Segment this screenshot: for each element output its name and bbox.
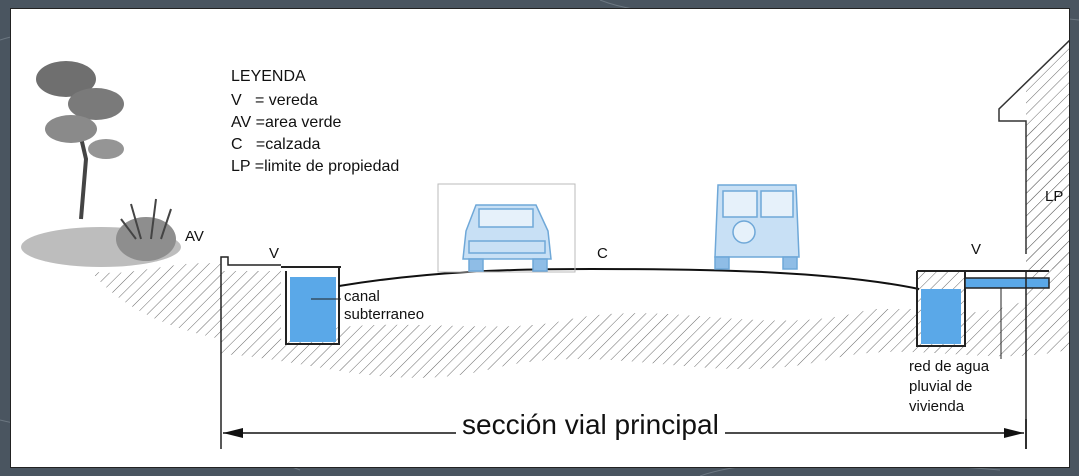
ground-hatch-main	[221, 119, 1069, 378]
canal-right-box	[916, 271, 966, 347]
label-red-1: red de agua	[909, 358, 990, 375]
legend-item-av: AV =area verde	[231, 114, 342, 131]
road-surface	[338, 267, 920, 290]
property-wall	[998, 39, 1069, 254]
canal-left-box	[285, 267, 340, 345]
left-curb	[220, 256, 281, 271]
label-red-3: vivienda	[909, 398, 965, 415]
label-c: C	[597, 245, 608, 262]
drawing-panel: LEYENDA V = vereda AV =area verde C =cal…	[10, 8, 1070, 468]
label-v-right: V	[971, 241, 982, 258]
label-lp: LP	[1045, 188, 1064, 205]
section-title: sección vial principal	[456, 411, 725, 439]
dimension-arrow-right-icon	[1004, 428, 1024, 438]
tree-icon	[36, 61, 124, 220]
legend-item-v: V = vereda	[231, 92, 318, 109]
road-section-drawing	[21, 39, 1069, 449]
legend-item-lp: LP =limite de propiedad	[231, 158, 400, 175]
building-hatch	[1026, 41, 1069, 269]
label-red-2: pluvial de	[909, 378, 973, 395]
label-av: AV	[185, 228, 204, 245]
suv-car-icon	[714, 184, 800, 270]
canal-left-water	[290, 277, 336, 342]
dimension-arrow-left-icon	[223, 428, 243, 438]
legend-item-c: C =calzada	[231, 136, 321, 153]
label-canal-2: subterraneo	[344, 306, 425, 323]
canal-right-water	[921, 289, 961, 344]
label-canal-1: canal	[344, 288, 380, 305]
shrub-icon	[21, 198, 181, 267]
legend-title: LEYENDA	[231, 68, 306, 85]
drain-pipe	[964, 277, 1050, 289]
sedan-car-icon	[462, 204, 552, 272]
car-image-frame	[437, 183, 576, 273]
label-v-left: V	[269, 245, 280, 262]
ground-hatch-left	[91, 263, 221, 339]
